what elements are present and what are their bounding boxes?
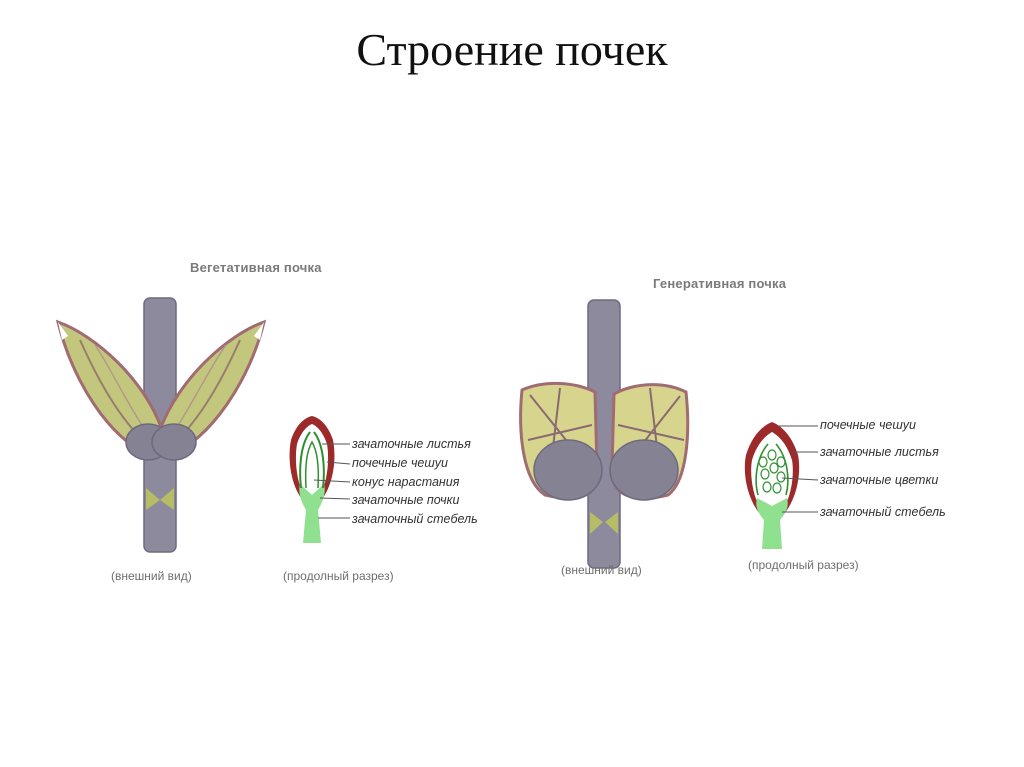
gen-label-bud-scales: почечные чешуи	[820, 418, 916, 432]
generative-section-view	[744, 422, 819, 549]
vegetative-bud-title: Вегетативная почка	[190, 260, 322, 275]
generative-left-bud	[519, 381, 603, 501]
slide-title: Строение почек	[356, 24, 668, 75]
vegetative-section-view	[289, 416, 351, 543]
vegetative-outer-caption: (внешний вид)	[111, 569, 192, 583]
gen-label-embryonic-stem: зачаточный стебель	[820, 505, 946, 519]
vegetative-left-bud	[55, 319, 171, 461]
generative-outer-view	[519, 299, 690, 569]
vegetative-right-bud	[151, 319, 267, 461]
gen-label-embryonic-flowers: зачаточные цветки	[820, 473, 939, 487]
generative-section-caption: (продолный разрез)	[748, 558, 859, 572]
embryonic-flowers	[758, 449, 786, 494]
generative-right-bud	[609, 383, 690, 501]
vegetative-section-caption: (продолный разрез)	[283, 569, 394, 583]
veg-label-embryonic-stem: зачаточный стебель	[352, 512, 478, 526]
veg-label-bud-scales: почечные чешуи	[352, 456, 448, 470]
gen-label-embryonic-leaves: зачаточные листья	[820, 445, 939, 459]
vegetative-outer-view	[55, 297, 267, 553]
veg-label-growth-cone: конус нарастания	[352, 475, 460, 489]
veg-label-embryonic-leaves: зачаточные листья	[352, 437, 471, 451]
generative-outer-caption: (внешний вид)	[561, 563, 642, 577]
generative-node-mark	[590, 512, 603, 534]
veg-label-embryonic-buds: зачаточные почки	[352, 493, 460, 507]
vegetative-node-mark	[146, 488, 160, 510]
generative-bud-title: Генеративная почка	[653, 276, 787, 291]
